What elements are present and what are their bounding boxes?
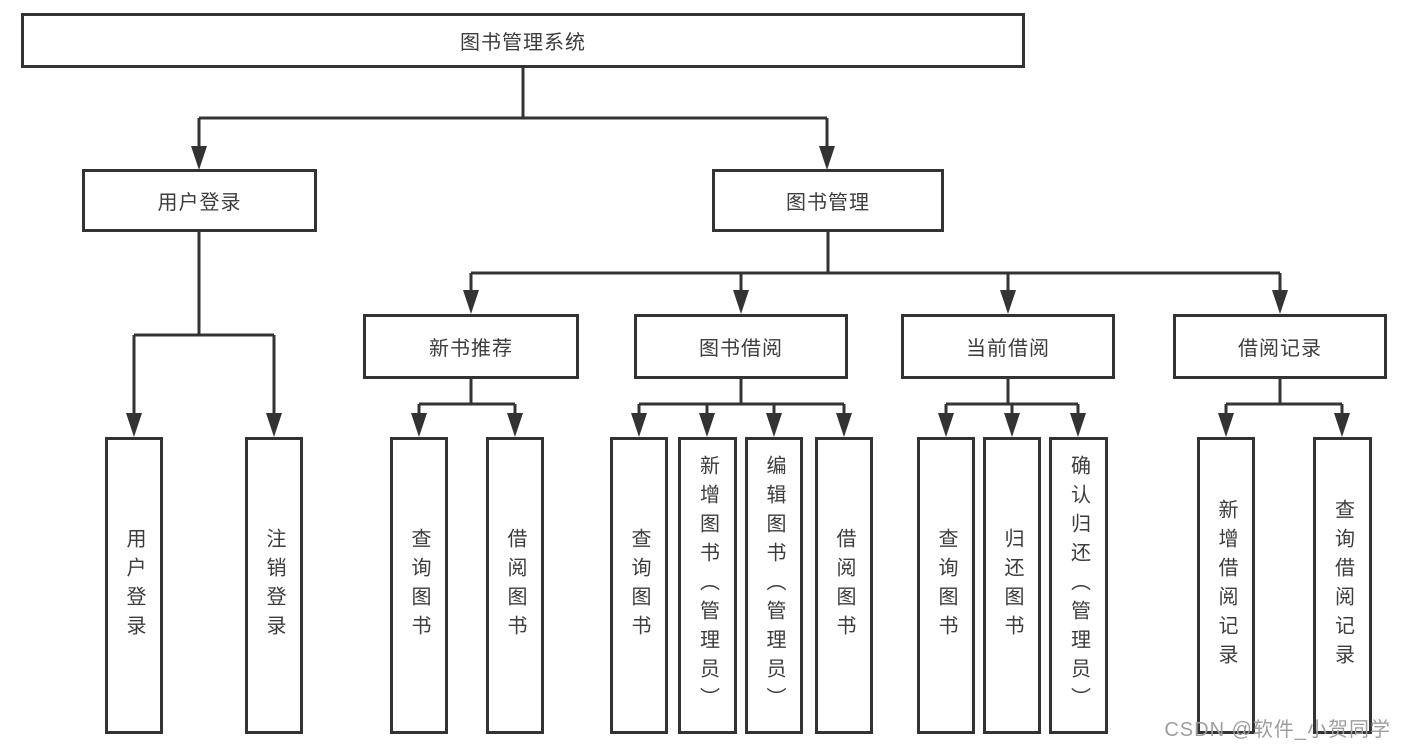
node-book-management: 图书管理: [712, 169, 944, 232]
arrowhead-icon: [733, 290, 749, 314]
leaf-add-borrow-record: 新增借阅记录: [1197, 437, 1255, 734]
arrowhead-icon: [1218, 413, 1234, 437]
arrowhead-icon: [631, 413, 647, 437]
leaf-edit-books-admin: 编辑图书（管理员）: [745, 437, 803, 734]
leaf-borrow-books-recommend: 借阅图书: [486, 437, 544, 734]
arrowhead-icon: [766, 413, 782, 437]
leaf-query-books-borrow: 查询图书: [610, 437, 668, 734]
arrowhead-icon: [1334, 413, 1350, 437]
arrowhead-icon: [699, 413, 715, 437]
connector-root-to-level2: [197, 68, 829, 150]
connector-currentborrow-to-leaves: [944, 379, 1080, 417]
arrowhead-icon: [1000, 290, 1016, 314]
arrowhead-icon: [938, 413, 954, 437]
connector-records-to-leaves: [1224, 379, 1344, 417]
connector-bookborrow-to-leaves: [637, 379, 846, 417]
connector-newbook-to-leaves: [417, 379, 517, 417]
leaf-logout: 注销登录: [245, 437, 303, 734]
arrowhead-icon: [507, 413, 523, 437]
connector-userlogin-to-leaves: [132, 232, 276, 417]
node-book-borrow: 图书借阅: [634, 314, 848, 379]
leaf-query-borrow-record: 查询借阅记录: [1313, 437, 1372, 734]
csdn-watermark: CSDN @软件_小贺同学: [1164, 719, 1391, 741]
arrowhead-icon: [819, 146, 835, 170]
arrowhead-icon: [411, 413, 427, 437]
leaf-add-books-admin: 新增图书（管理员）: [678, 437, 737, 734]
arrowhead-icon: [126, 413, 142, 437]
arrowhead-icon: [1004, 413, 1020, 437]
arrowheads: [126, 146, 1350, 437]
node-new-book-recommend: 新书推荐: [363, 314, 579, 379]
arrowhead-icon: [266, 413, 282, 437]
leaf-query-books-recommend: 查询图书: [390, 437, 448, 734]
node-borrow-records: 借阅记录: [1173, 314, 1387, 379]
arrowhead-icon: [1272, 290, 1288, 314]
leaf-query-books-current: 查询图书: [917, 437, 975, 734]
leaf-confirm-return-admin: 确认归还（管理员）: [1049, 437, 1108, 734]
arrowhead-icon: [836, 413, 852, 437]
leaf-return-books: 归还图书: [983, 437, 1041, 734]
arrowhead-icon: [463, 290, 479, 314]
arrowhead-icon: [1070, 413, 1086, 437]
node-user-login: 用户登录: [82, 169, 317, 232]
node-current-borrow: 当前借阅: [901, 314, 1115, 379]
leaf-user-login: 用户登录: [105, 437, 163, 734]
node-root-system: 图书管理系统: [21, 13, 1025, 68]
leaf-borrow-books: 借阅图书: [815, 437, 873, 734]
arrowhead-icon: [191, 146, 207, 170]
connector-bookmgmt-to-level3: [469, 232, 1282, 294]
